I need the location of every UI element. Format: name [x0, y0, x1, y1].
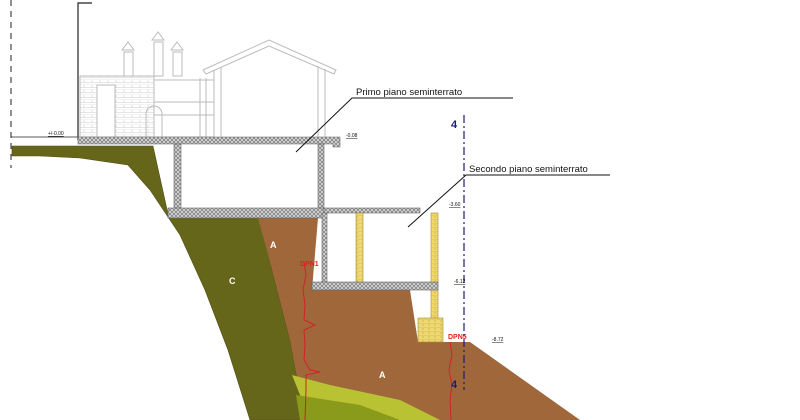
slab-first-basement-ext — [323, 207, 421, 214]
label-primo-piano-seminterrato: Primo piano seminterrato — [356, 87, 462, 98]
leader-primo — [295, 97, 513, 153]
elevation-label: -6.12 — [454, 279, 466, 285]
section-mark-bottom: 4 — [451, 379, 458, 391]
section-mark-top: 4 — [451, 119, 458, 131]
wall-second-left — [321, 212, 328, 286]
structure — [77, 136, 444, 343]
probe-dpn5-label: DPN5 — [448, 334, 467, 341]
elevation-label: -3.60 — [449, 202, 461, 208]
soil-layer-green — [296, 395, 400, 420]
house-elevation — [79, 31, 337, 138]
leader-secondo — [407, 174, 610, 228]
brick-column-2 — [430, 212, 439, 321]
probe-dpn1-label: DPN1 — [300, 261, 319, 268]
soil-layer-a-upper — [258, 218, 580, 420]
footing — [417, 317, 444, 343]
elevation-label: -0.08 — [346, 133, 358, 139]
soil-unit-label-a-upper: A — [270, 240, 277, 250]
soil-unit-label-a-lower: A — [379, 370, 386, 380]
soil-layer-c — [11, 145, 306, 420]
brick-column-1 — [355, 212, 364, 284]
boundary-line — [77, 2, 92, 140]
slab-first-basement — [167, 207, 325, 219]
probe-dpn1-line — [302, 261, 321, 420]
elevation-label: +/-0.00 — [48, 131, 64, 137]
slab-second-basement — [311, 281, 439, 291]
label-secondo-piano-seminterrato: Secondo piano seminterrato — [469, 164, 588, 175]
wall-first-left — [173, 143, 182, 211]
soil-unit-label-c: C — [229, 276, 236, 286]
elevation-label: -8.72 — [492, 337, 504, 343]
probe-dpn5-line — [448, 341, 453, 420]
slab-ground-floor — [77, 136, 341, 148]
wall-first-right — [317, 143, 325, 211]
